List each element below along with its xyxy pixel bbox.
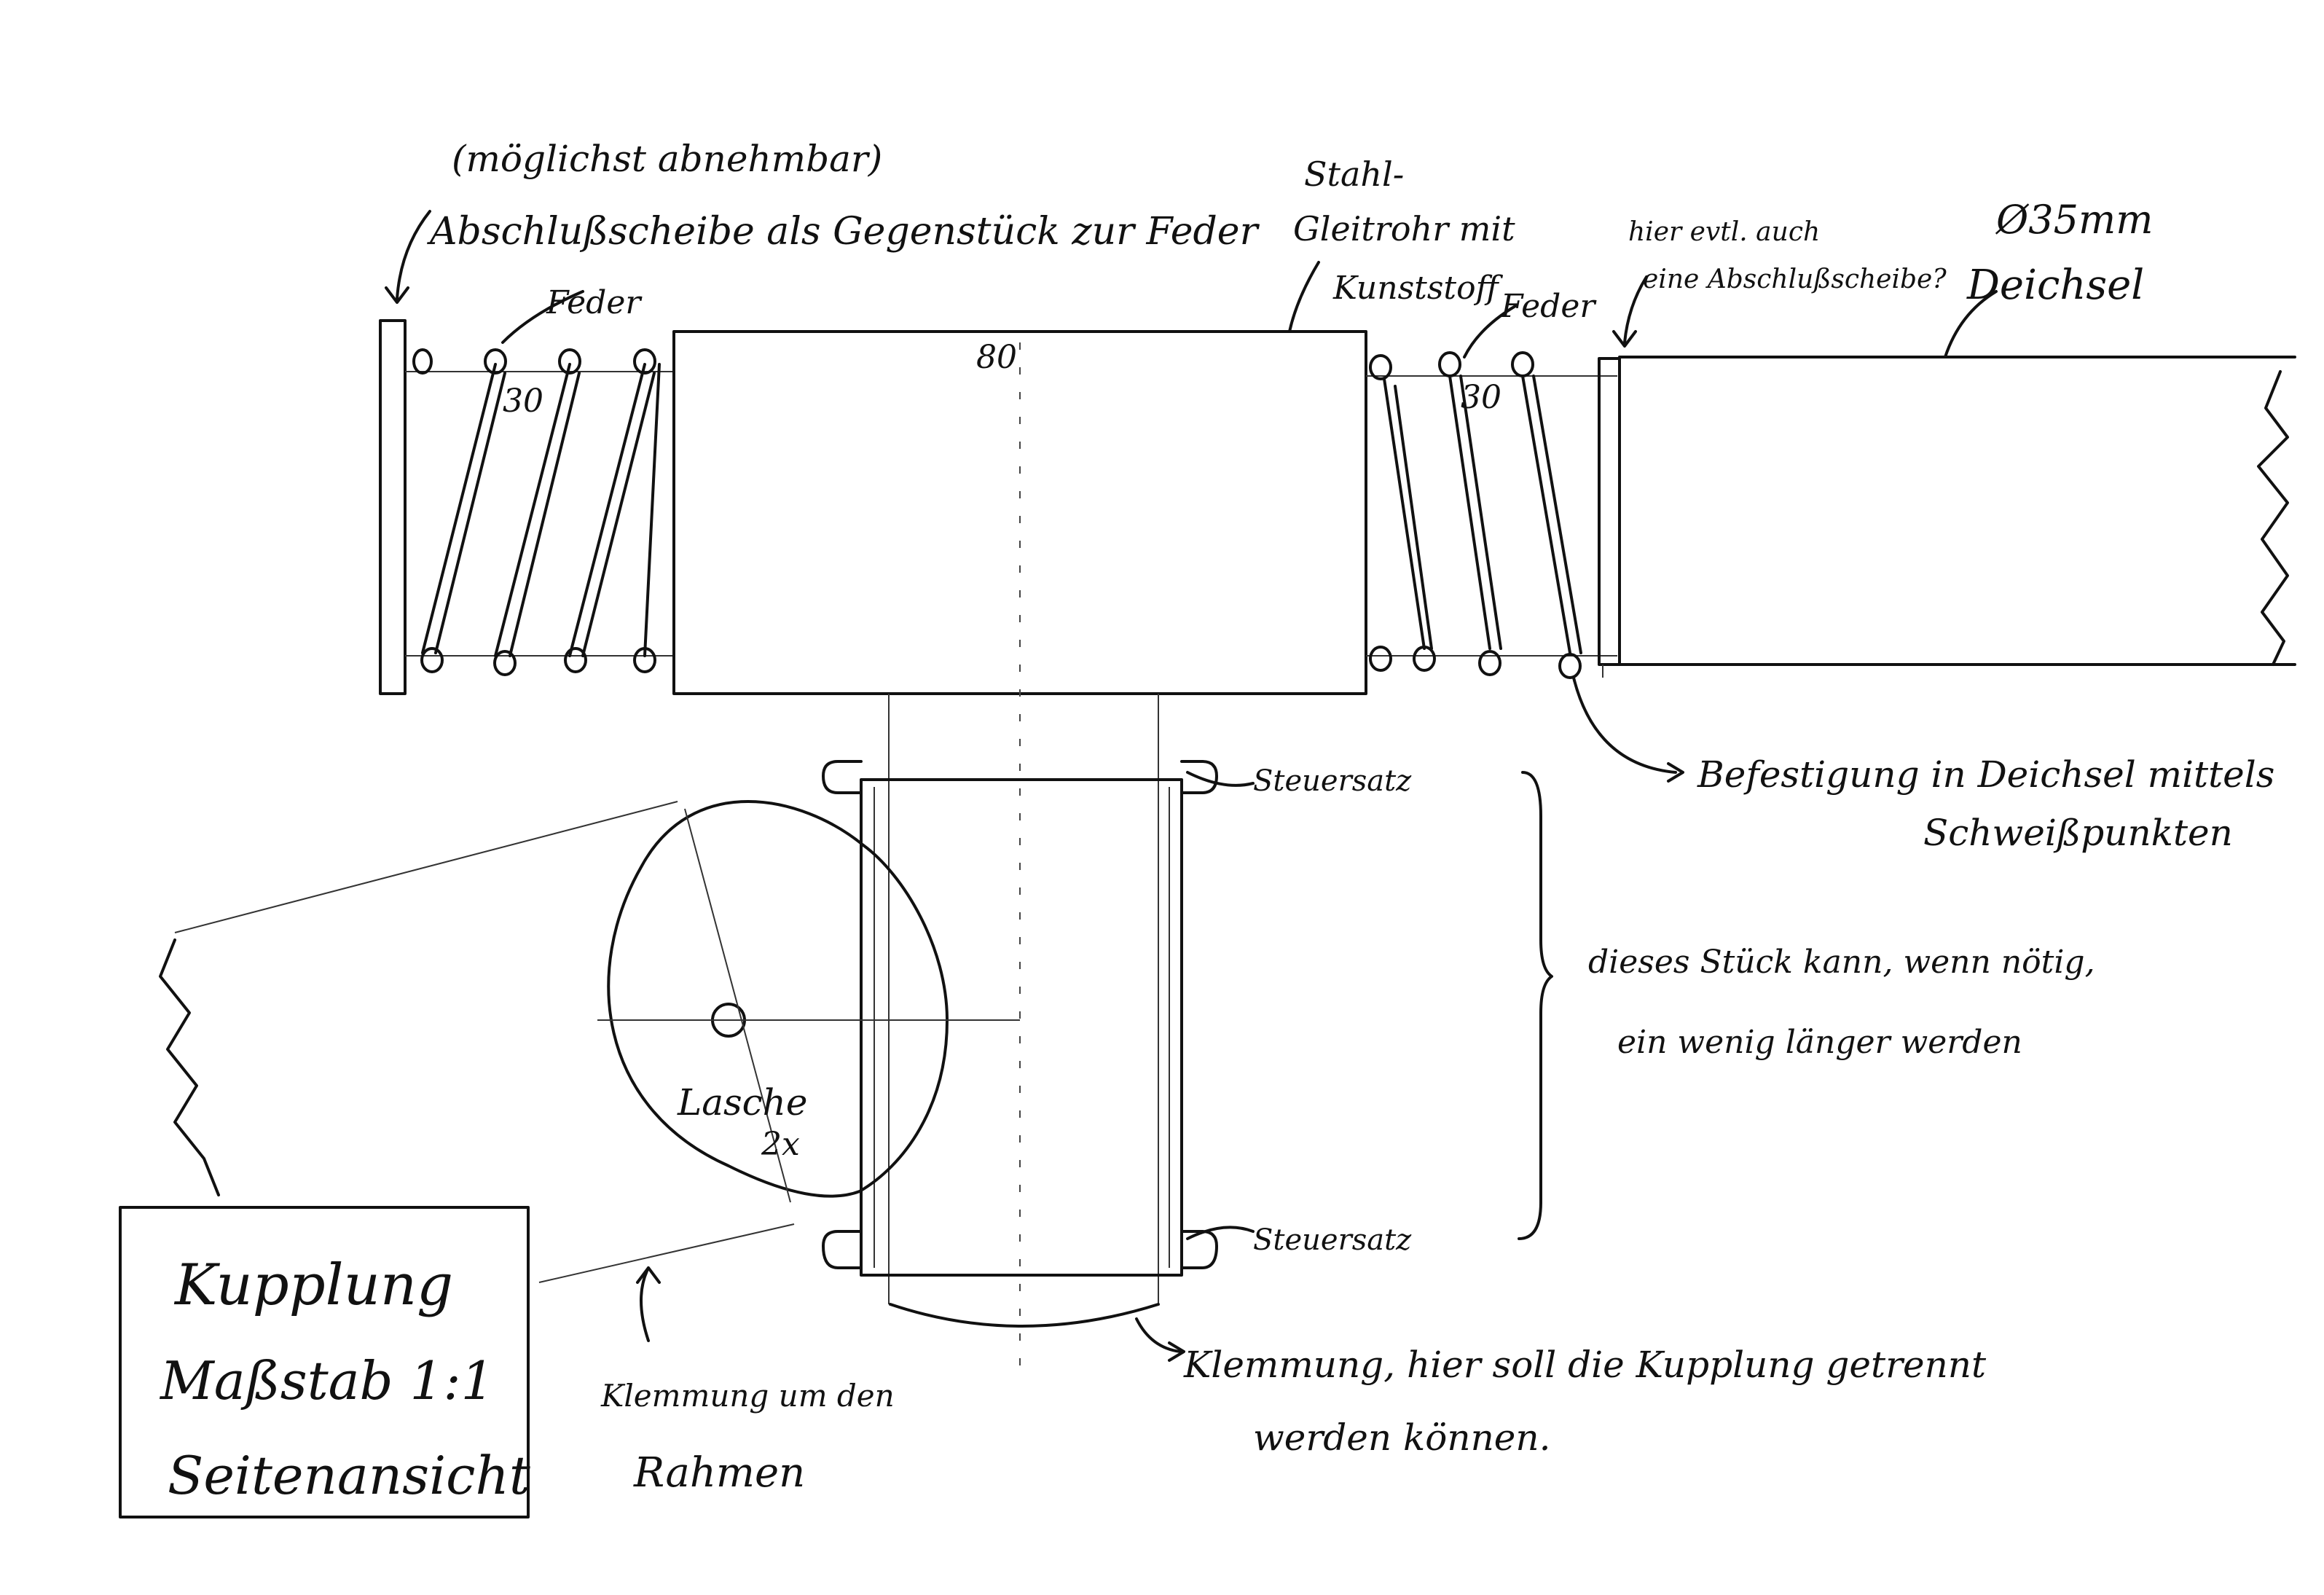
tube-label-3: Kunststoff <box>1332 270 1504 307</box>
frame-clamp-label-2: Rahmen <box>633 1449 805 1497</box>
dim-left: 30 <box>503 383 543 420</box>
right-spring-assembly <box>1366 351 1621 679</box>
maybe-disc-2: eine Abschlußscheibe? <box>1643 264 1947 294</box>
lug-outline <box>607 800 865 1198</box>
title-line-2: Maßstab 1:1 <box>159 1350 494 1411</box>
headset-bottom-label: Steuersatz <box>1253 1223 1412 1257</box>
lug-label: Lasche <box>677 1081 807 1124</box>
end-disc-label: Abschlußscheibe als Gegenstück zur Feder <box>427 210 1260 254</box>
tube-label-1: Stahl- <box>1304 154 1404 194</box>
left-spring-coils <box>412 348 661 676</box>
diameter-label: Ø35mm <box>1995 197 2153 243</box>
dim-center: 80 <box>976 339 1017 376</box>
fixing-label-1: Befestigung in Deichsel mittels <box>1697 753 2274 796</box>
title-line-1: Kupplung <box>173 1253 453 1318</box>
sliding-tube <box>672 330 1367 695</box>
leader-lines <box>385 210 1998 1362</box>
spring-left-label: Feder <box>546 284 643 321</box>
headset-top-left <box>822 760 863 794</box>
title-block <box>119 1206 530 1518</box>
title-line-3: Seitenansicht <box>168 1445 531 1506</box>
removable-note: (möglichst abnehmbar) <box>452 138 882 180</box>
frame-clamp <box>159 800 1020 1283</box>
spring-right-label: Feder <box>1500 288 1597 325</box>
drawbar-label: Deichsel <box>1966 262 2144 309</box>
split-clamp-label-1: Klemmung, hier soll die Kupplung getrenn… <box>1183 1344 1987 1386</box>
headset-bottom-left <box>822 1230 863 1269</box>
left-spring-assembly <box>379 319 674 695</box>
fixing-label-2: Schweißpunkten <box>1923 812 2233 854</box>
split-clamp <box>889 1303 1160 1328</box>
dim-right: 30 <box>1461 379 1501 416</box>
stem <box>822 694 1218 1328</box>
headset-top-right <box>1180 760 1218 794</box>
headtube <box>860 778 1183 1277</box>
frame-break-line <box>159 938 220 1196</box>
lug-count: 2x <box>761 1126 800 1163</box>
longer-note-2: ein wenig länger werden <box>1617 1024 2022 1061</box>
optional-end-disc <box>1598 357 1621 666</box>
maybe-disc-1: hier evtl. auch <box>1628 217 1820 247</box>
headset-bottom-right <box>1180 1230 1218 1269</box>
frame-clamp-label-1: Klemmung um den <box>600 1378 895 1414</box>
length-brace <box>1518 771 1553 1240</box>
split-clamp-label-2: werden können. <box>1253 1416 1550 1459</box>
longer-note-1: dieses Stück kann, wenn nötig, <box>1588 944 2095 981</box>
headset-top-label: Steuersatz <box>1253 764 1412 798</box>
drawbar <box>1602 356 2296 678</box>
tube-label-2: Gleitrohr mit <box>1293 209 1515 248</box>
end-disc <box>379 319 407 695</box>
